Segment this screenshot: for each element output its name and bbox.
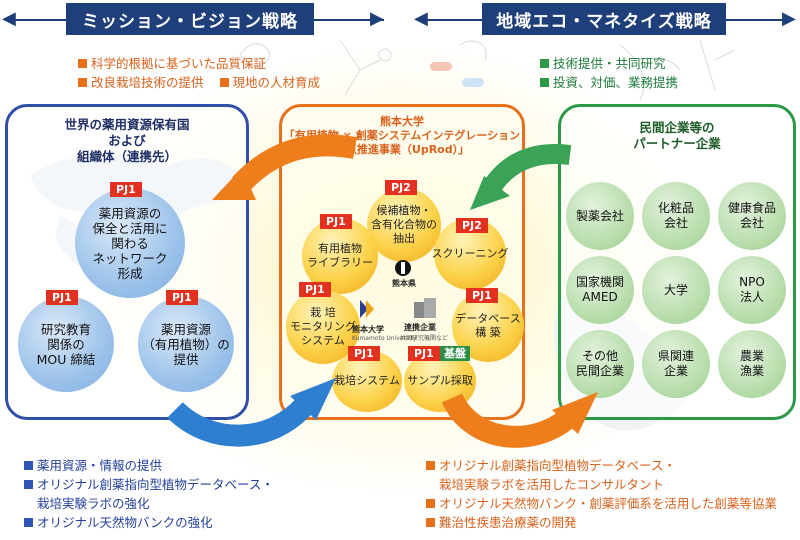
bullet-square-icon <box>24 480 33 489</box>
pj-badge: PJ1 <box>299 282 331 297</box>
bullet-square-icon <box>219 78 229 87</box>
bullet-item: 難治性疾患治療薬の開発 <box>426 513 777 532</box>
top-left-bullets: 科学的根拠に基づいた品質保証 改良栽培技術の提供 現地の人材育成 <box>78 54 320 92</box>
right-header-left-arrowhead-icon: ◀ <box>414 8 428 29</box>
pj-badge: PJ1 <box>348 346 380 361</box>
partner-circle: 製薬会社 <box>566 182 634 250</box>
pj-badge: PJ1 <box>166 290 198 305</box>
bullet-square-icon <box>426 461 435 470</box>
bullet-square-icon <box>24 518 33 527</box>
capsule-icons <box>430 62 484 87</box>
botanical-sketches <box>239 39 736 101</box>
bullet-square-icon <box>78 59 87 68</box>
right-panel-title: 民間企業等の パートナー企業 <box>633 120 721 151</box>
cultivation-monitoring-circle: 栽 培 モニタリング システム <box>286 290 360 364</box>
partner-circle: 健康食品会社 <box>718 182 786 250</box>
pj-badge: PJ2 <box>456 218 488 233</box>
bullet-item: オリジナル創薬指向型植物データベース・栽培実験ラボの強化 <box>24 475 274 513</box>
plant-library-circle: 有用植物 ライブラリー <box>302 218 378 294</box>
bullet-square-icon <box>24 461 33 470</box>
network-circle: 薬用資源の 保全と活用に 関わる ネットワーク 形成 <box>75 188 185 298</box>
top-right-bullets: 技術提供・共同研究 投資、対価、業務提携 <box>540 54 678 92</box>
partner-circle: 化粧品会社 <box>642 182 710 250</box>
bullet-square-icon <box>540 78 549 87</box>
kumadai-logo-icon <box>360 300 374 318</box>
pj-badge: PJ1 <box>110 182 142 197</box>
left-arrowhead-icon: ◀ <box>2 8 16 29</box>
building-icon <box>414 298 436 318</box>
mou-circle: 研究教育 関係の MOU 締結 <box>18 296 114 392</box>
partner-circle: その他民間企業 <box>566 330 634 398</box>
pj-badge: PJ1 <box>466 288 498 303</box>
univ-logo-subtext: Kumamoto University <box>352 335 417 342</box>
eco-monetize-title: 地域エコ・マネタイズ戦略 <box>482 3 726 35</box>
kumamoto-pref-logo-icon <box>395 260 411 276</box>
extraction-circle: 候補植物・ 含有化合物の 抽出 <box>367 188 441 262</box>
bullet-item: 技術提供・共同研究 <box>540 54 678 73</box>
bullet-item: オリジナル創薬指向型植物データベース・栽培実験ラボを活用したコンサルタント <box>426 456 777 494</box>
partner-circle: 県関連企業 <box>642 330 710 398</box>
bullet-item: オリジナル天然物バンクの強化 <box>24 513 274 532</box>
pj-badge: PJ1 <box>320 214 352 229</box>
bullet-item: 投資、対価、業務提携 <box>540 73 678 92</box>
orange-arrow-to-left <box>212 134 357 200</box>
left-header-right-arrowhead-icon: ▶ <box>370 8 384 29</box>
bullet-square-icon <box>540 59 549 68</box>
pref-logo-text: 熊本県 <box>392 279 416 288</box>
right-arrowhead-icon: ▶ <box>782 8 796 29</box>
bullet-square-icon <box>426 518 435 527</box>
bullet-square-icon <box>426 499 435 508</box>
blue-arrow-to-center <box>167 378 336 447</box>
partner-circle: 農業漁業 <box>718 330 786 398</box>
bullet-item: 科学的根拠に基づいた品質保証 <box>78 54 320 73</box>
green-arrow-to-center <box>470 144 572 210</box>
company-logo-text: 連携企業 <box>404 323 436 332</box>
resource-supply-circle: 薬用資源 （有用植物）の 提供 <box>138 296 234 392</box>
kiban-badge: 基盤 <box>440 346 470 361</box>
partner-circle: 大学 <box>642 256 710 324</box>
company-logo-subtext: 共同研究機関など <box>400 335 449 342</box>
pj-badge: PJ2 <box>385 180 417 195</box>
bullet-square-icon <box>78 78 87 87</box>
pj-badge: PJ1 <box>46 290 78 305</box>
pj-badge: PJ1 <box>408 346 440 361</box>
bullet-item: 薬用資源・情報の提供 <box>24 456 274 475</box>
bottom-right-bullets: オリジナル創薬指向型植物データベース・栽培実験ラボを活用したコンサルタント オリ… <box>426 456 777 532</box>
bullet-item: オリジナル天然物バンク・創薬評価系を活用した創薬等協業 <box>426 494 777 513</box>
bottom-left-bullets: 薬用資源・情報の提供 オリジナル創薬指向型植物データベース・栽培実験ラボの強化 … <box>24 456 274 532</box>
mission-vision-title: ミッション・ビジョン戦略 <box>66 3 314 35</box>
bullet-item: 改良栽培技術の提供 現地の人材育成 <box>78 73 320 92</box>
orange-arrow-to-right <box>441 392 598 448</box>
univ-logo-text: 熊本大学 <box>352 325 384 334</box>
left-panel-title: 世界の薬用資源保有国 および 組織体（連携先） <box>64 117 190 164</box>
